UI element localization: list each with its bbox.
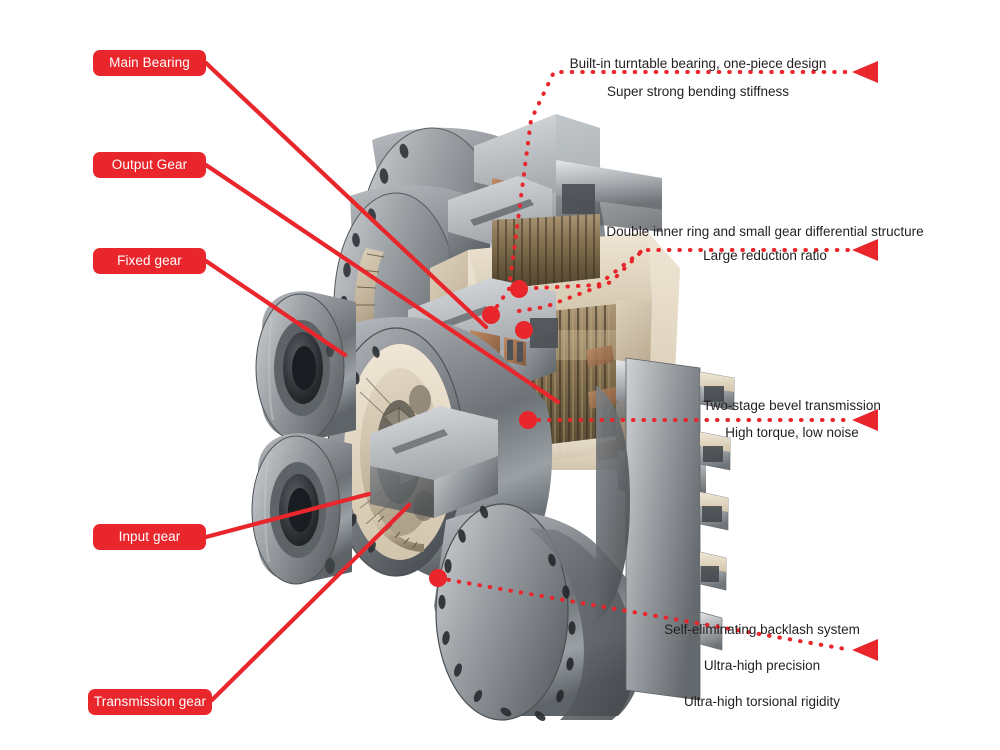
callout-label-text: Fixed gear — [117, 253, 182, 269]
callout-label-output-gear[interactable]: Output Gear — [93, 152, 206, 178]
input-shaft-housing-upper — [255, 291, 356, 443]
annotation-backlash-system-line-2: Ultra-high precision — [703, 658, 821, 673]
annotation-bevel-transmission-line-1: Two-stage bevel transmission — [703, 398, 881, 413]
annotation-differential-structure-line-2: Large reduction ratio — [703, 248, 827, 263]
annotation-turntable-bearing-line-1: Built-in turntable bearing, one-piece de… — [569, 56, 827, 71]
annotation-bevel-transmission-line-2: High torque, low noise — [725, 425, 859, 440]
callout-label-fixed-gear[interactable]: Fixed gear — [93, 248, 206, 274]
annotation-backlash-system-line-3: Ultra-high torsional rigidity — [683, 694, 841, 709]
callout-label-text: Main Bearing — [109, 55, 190, 71]
callout-label-text: Input gear — [118, 529, 181, 545]
annotation-backlash-system-line-1: Self-eliminating backlash system — [664, 622, 860, 637]
annotation-turntable-bearing-line-2: Super strong bending stiffness — [606, 84, 790, 99]
callout-label-input-gear[interactable]: Input gear — [93, 524, 206, 550]
input-shaft-housing-lower — [251, 433, 352, 585]
annotation-differential-structure-line-1: Double inner ring and small gear differe… — [606, 224, 924, 239]
callout-label-text: Transmission gear — [93, 694, 207, 710]
callout-label-main-bearing[interactable]: Main Bearing — [93, 50, 206, 76]
callout-label-transmission-gear[interactable]: Transmission gear — [88, 689, 212, 715]
callout-label-text: Output Gear — [111, 157, 188, 173]
